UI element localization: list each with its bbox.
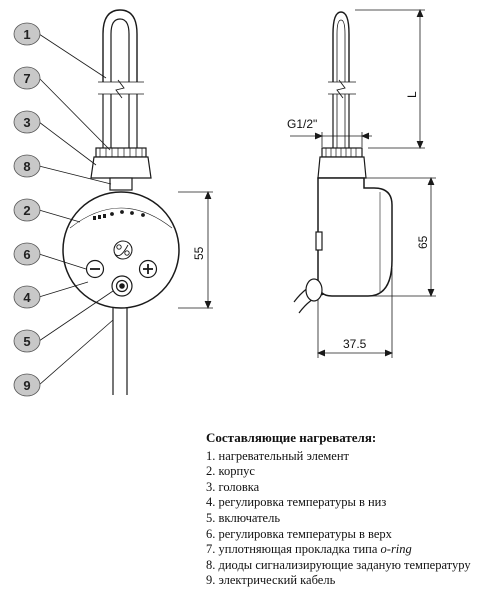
electric-cable <box>112 308 128 395</box>
heater-diagram: 1 7 3 8 2 6 4 5 9 55 L G1/2" 65 37.5 <box>13 8 436 397</box>
callout-5: 5 <box>23 334 30 349</box>
legend-item-7-italic: o-ring <box>380 542 412 557</box>
temp-down-button <box>85 259 105 279</box>
callout-6: 6 <box>23 247 30 262</box>
dim-thread-label: G1/2" <box>287 117 317 131</box>
dim-55-label: 55 <box>192 246 206 260</box>
callout-1: 1 <box>23 27 30 42</box>
callout-9: 9 <box>23 378 30 393</box>
dim-65-label: 65 <box>416 235 430 249</box>
dim-37-label: 37.5 <box>343 337 367 351</box>
callout-badges <box>13 22 41 397</box>
callout-8: 8 <box>23 159 30 174</box>
dim-L-label: L <box>405 91 419 98</box>
legend-item-2: 2. корпус <box>206 464 255 479</box>
callout-3: 3 <box>23 115 30 130</box>
legend-item-6: 6. регулировка температуры в верх <box>206 526 392 541</box>
thread-dimension <box>290 132 372 147</box>
depth-dimension <box>316 268 394 358</box>
body-housing <box>62 191 180 309</box>
legend-item-9: 9. электрический кабель <box>206 573 336 588</box>
logo-icon <box>113 240 133 260</box>
legend-item-3: 3. головка <box>206 479 260 494</box>
legend-title: Составляющие нагревателя: <box>206 430 377 445</box>
callout-7: 7 <box>23 71 30 86</box>
front-view <box>62 9 213 395</box>
temp-up-button <box>138 259 158 279</box>
side-body <box>317 177 393 297</box>
legend-item-8: 8. диоды сигнализирующие заданую темпера… <box>206 557 471 572</box>
led-indicators <box>93 210 145 220</box>
callout-leaders <box>38 33 114 386</box>
legend-item-1: 1. нагревательный элемент <box>206 448 350 463</box>
side-view <box>290 8 436 358</box>
side-height-dimension <box>366 176 436 298</box>
callout-2: 2 <box>23 203 30 218</box>
heating-element-tube <box>102 9 138 82</box>
thread-fitting <box>95 147 147 158</box>
legend-item-5: 5. включатель <box>206 510 281 525</box>
front-height-dimension <box>178 190 213 310</box>
side-cable <box>293 278 325 314</box>
power-switch <box>111 275 133 297</box>
head-collar <box>90 156 152 179</box>
callout-4: 4 <box>23 290 31 305</box>
length-dimension <box>355 8 425 150</box>
components-legend: Составляющие нагревателя: 1. нагреватель… <box>206 430 496 589</box>
legend-item-7: 7. уплотняющая прокладка типа o-ring <box>206 542 496 558</box>
legend-item-7-text: 7. уплотняющая прокладка типа <box>206 542 381 557</box>
legend-item-4: 4. регулировка температуры в низ <box>206 495 387 510</box>
break-mark <box>98 81 144 95</box>
